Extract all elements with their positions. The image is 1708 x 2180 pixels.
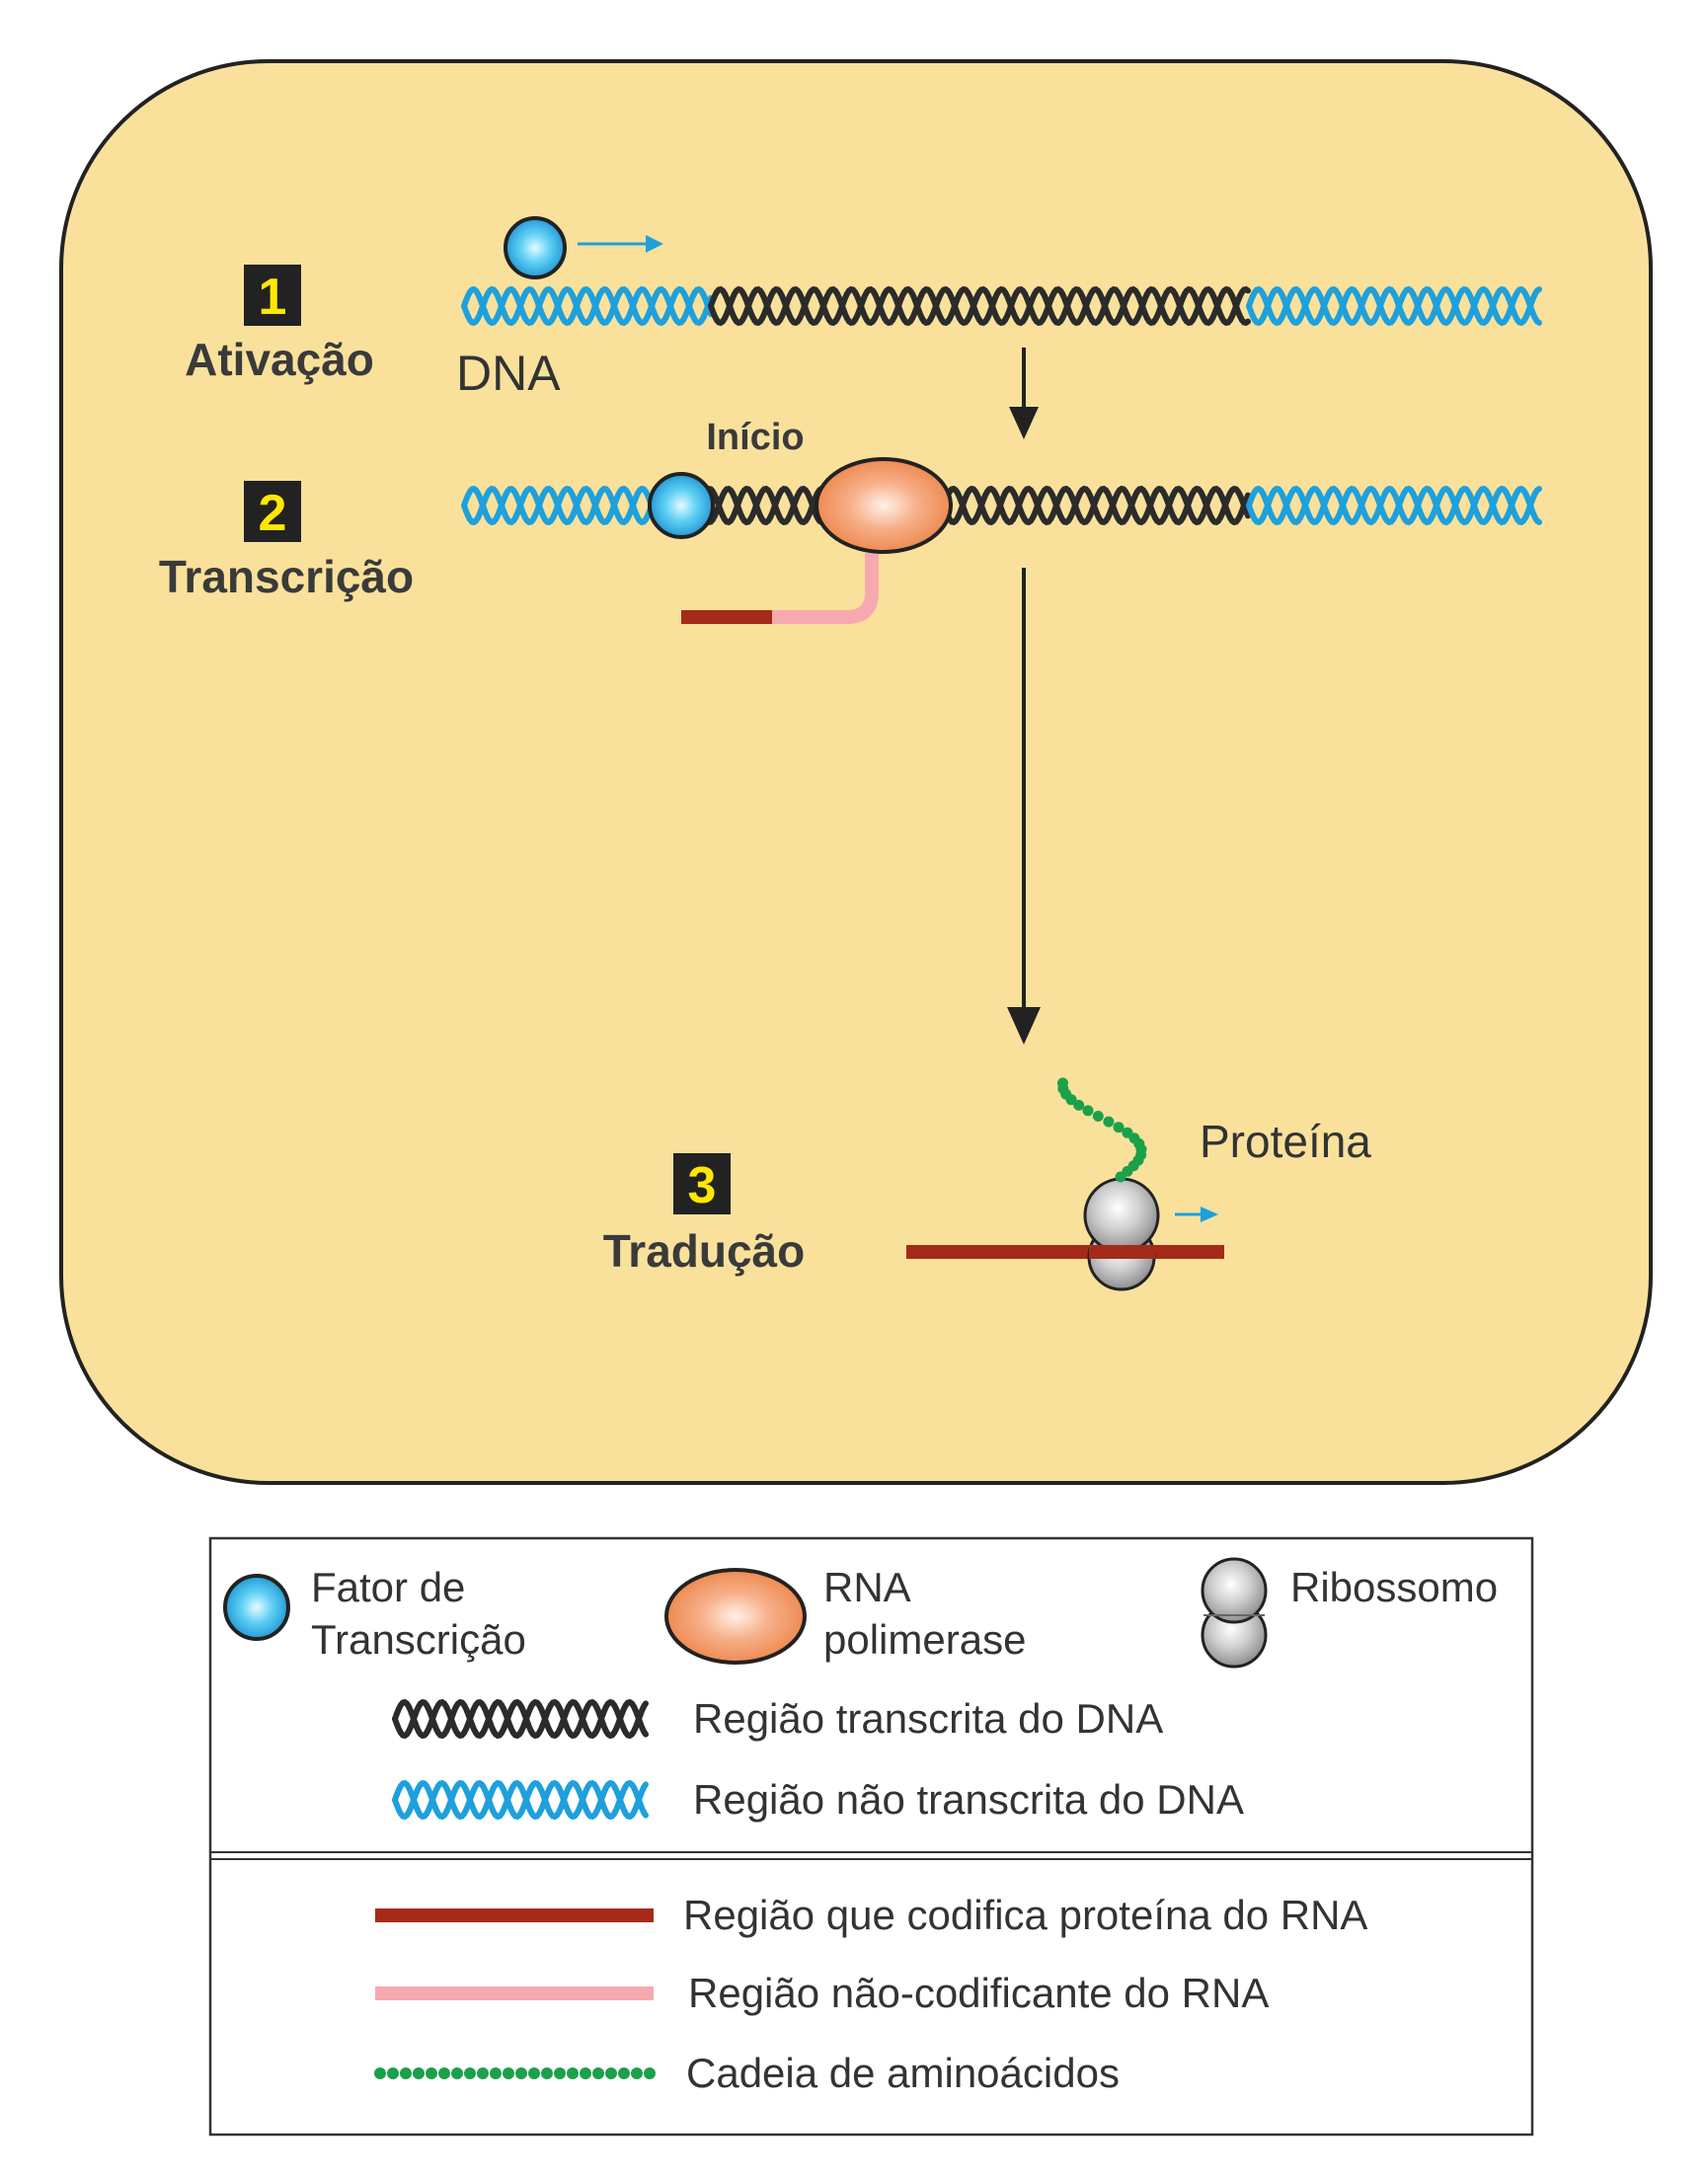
legend-noncoding-rna-label: Região não-codificante do RNA: [688, 1970, 1269, 2016]
dna-strand-step2: [461, 485, 1542, 526]
noncoding-rna-strand: [770, 553, 879, 624]
legend-non-transcribed-dna-label: Região não transcrita do DNA: [693, 1776, 1244, 1823]
legend-box: [208, 1536, 1534, 2137]
amino-acid: [644, 2067, 656, 2079]
amino-acid: [387, 2067, 399, 2079]
dna-strand-step1: [461, 285, 1542, 327]
step-3-number-box: [673, 1153, 731, 1214]
amino-acid: [541, 2067, 553, 2079]
amino-acid: [528, 2067, 540, 2079]
amino-acid: [400, 2067, 412, 2079]
amino-acid: [464, 2067, 476, 2079]
arrow-down-head: [1009, 407, 1039, 439]
legend-transcription-factor-icon: [223, 1574, 290, 1641]
dna-strand: [678, 485, 1251, 526]
inicio-label: Início: [706, 417, 804, 458]
legend-ribosome-icon: [1201, 1557, 1268, 1669]
step-1-number: 1: [259, 269, 287, 326]
amino-acid: [605, 2067, 617, 2079]
legend-rna-polymerase-icon: [664, 1568, 807, 1665]
transcription-factor-icon: [648, 472, 715, 539]
step-1-number-box: [244, 265, 301, 326]
dna-strand: [708, 285, 1251, 327]
dna-helix-icon: [461, 285, 714, 327]
dna-strand: [392, 1779, 649, 1821]
amino-acid-chain: [1057, 1077, 1147, 1183]
amino-acid: [1082, 1105, 1094, 1117]
amino-acid: [1103, 1116, 1115, 1128]
amino-acid: [1113, 1122, 1125, 1133]
dna-label: DNA: [456, 346, 561, 401]
legend-rna-polymerase-line1: RNA: [823, 1564, 911, 1610]
amino-acid: [515, 2067, 527, 2079]
amino-acid: [413, 2067, 425, 2079]
arrow-head: [646, 235, 663, 253]
cell-background: [59, 59, 1653, 1485]
amino-acid: [618, 2067, 630, 2079]
step-2-label: Transcrição: [159, 551, 414, 602]
amino-acid: [567, 2067, 579, 2079]
arrow-head: [1201, 1207, 1218, 1222]
amino-acid: [451, 2067, 463, 2079]
legend-transcription-factor-line1: Fator de: [311, 1564, 465, 1610]
legend-ribosome-label: Ribossomo: [1290, 1564, 1498, 1610]
amino-acid: [580, 2067, 591, 2079]
amino-acid: [631, 2067, 643, 2079]
ribosome-icon: [1083, 1177, 1160, 1291]
amino-acid: [426, 2067, 437, 2079]
amino-acid: [503, 2067, 514, 2079]
legend-amino-acid-chain-icon: [374, 2067, 656, 2079]
amino-acid: [1122, 1127, 1133, 1138]
dna-strand: [1246, 485, 1542, 526]
amino-acid: [1057, 1077, 1068, 1089]
amino-acid: [1073, 1099, 1085, 1111]
step-3-number: 3: [688, 1157, 717, 1214]
legend-rna-polymerase-line2: polimerase: [823, 1616, 1026, 1663]
protein-label: Proteína: [1200, 1116, 1371, 1167]
dna-strand: [708, 285, 1251, 327]
step-1-label: Ativação: [185, 334, 374, 385]
amino-acid: [477, 2067, 489, 2079]
dna-strand: [392, 1698, 649, 1740]
amino-acid: [438, 2067, 450, 2079]
dna-strand: [1246, 485, 1542, 526]
step-2-number-box: [244, 481, 301, 542]
amino-acid: [592, 2067, 604, 2079]
amino-acid: [1092, 1111, 1104, 1122]
amino-acid: [490, 2067, 502, 2079]
legend-transcribed-dna-icon: [392, 1698, 649, 1740]
dna-strand: [392, 1779, 649, 1821]
dna-helix-icon: [1246, 485, 1542, 526]
dna-helix-icon: [1246, 285, 1542, 327]
dna-strand: [392, 1698, 649, 1740]
dna-helix-icon: [678, 485, 1251, 526]
rna-polymerase-icon: [815, 457, 953, 554]
amino-acid: [554, 2067, 566, 2079]
dna-strand: [461, 285, 714, 327]
dna-strand: [1246, 285, 1542, 327]
amino-acid: [374, 2067, 386, 2079]
step-2-number: 2: [259, 485, 287, 542]
arrow-down-head: [1007, 1007, 1041, 1045]
legend-transcribed-dna-label: Região transcrita do DNA: [693, 1695, 1163, 1742]
dna-helix-icon: [708, 285, 1251, 327]
dna-strand: [1246, 285, 1542, 327]
legend-non-transcribed-dna-icon: [392, 1779, 649, 1821]
dna-helix-icon: [461, 485, 684, 526]
transcription-factor-icon: [504, 216, 567, 279]
legend-transcription-factor-line2: Transcrição: [311, 1616, 526, 1663]
legend-amino-acid-chain-label: Cadeia de aminoácidos: [686, 2050, 1120, 2096]
step-3-label: Tradução: [603, 1225, 806, 1277]
legend-coding-rna-label: Região que codifica proteína do RNA: [683, 1892, 1367, 1938]
dna-strand: [461, 485, 684, 526]
